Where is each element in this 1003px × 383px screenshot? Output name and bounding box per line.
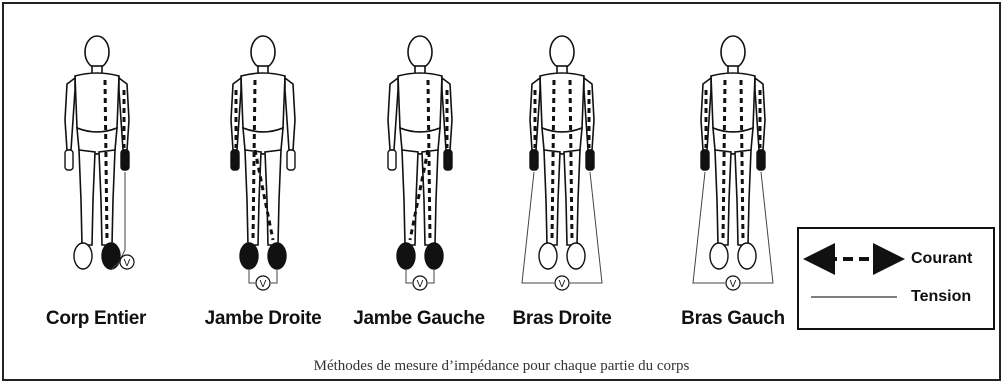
voltmeter-icon: V [555, 276, 569, 290]
voltmeter-symbol: V [417, 279, 424, 290]
figure-left-leg: V [388, 36, 452, 290]
figure-label-whole-body: Corp Entier [6, 308, 186, 330]
legend-current-label: Courant [911, 250, 972, 268]
voltmeter-icon: V [120, 255, 134, 269]
voltmeter-symbol: V [730, 279, 737, 290]
figure-left-arm: V [693, 36, 773, 290]
figure-caption: Méthodes de mesure d’impédance pour chaq… [0, 358, 1003, 375]
figure-right-leg: V [231, 36, 295, 290]
figure-label-right-arm: Bras Droite [472, 308, 652, 330]
voltmeter-icon: V [413, 276, 427, 290]
figure-whole-body: V [65, 36, 134, 270]
legend-symbols [797, 227, 995, 330]
voltmeter-symbol: V [260, 279, 267, 290]
figure-right-arm: V [522, 36, 602, 290]
voltmeter-symbol: V [559, 279, 566, 290]
voltmeter-icon: V [256, 276, 270, 290]
figure-label-right-leg: Jambe Droite [173, 308, 353, 330]
voltmeter-symbol: V [124, 258, 131, 269]
legend-tension-label: Tension [911, 288, 971, 306]
legend: Courant Tension [797, 227, 995, 330]
voltmeter-icon: V [726, 276, 740, 290]
figure-label-left-arm: Bras Gauch [643, 308, 823, 330]
